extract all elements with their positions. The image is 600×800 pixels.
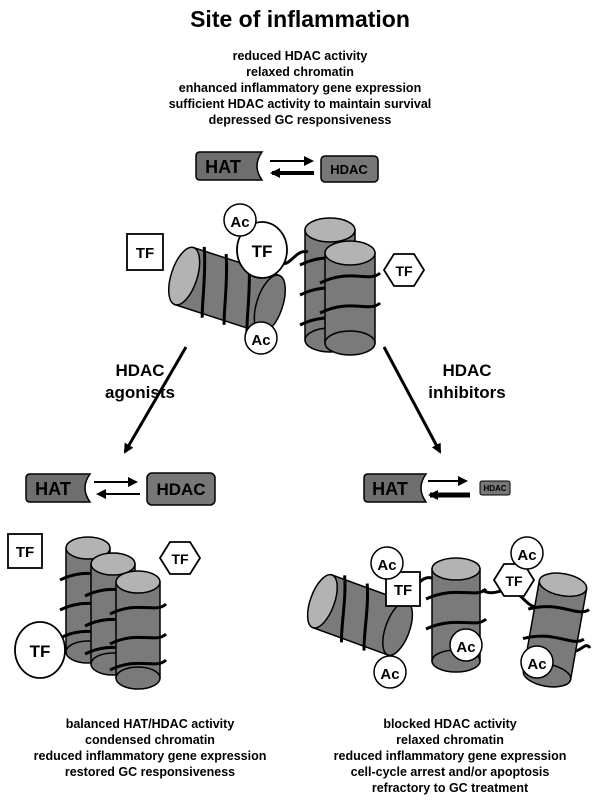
tf-square (7, 533, 43, 569)
description-line: refractory to GC treatment (371, 781, 529, 795)
description-line: condensed chromatin (85, 733, 215, 747)
ac-label: Ac (251, 332, 270, 349)
hdac-label: HDAC (156, 480, 205, 499)
ac-label: Ac (517, 547, 536, 564)
tf-circle (14, 621, 66, 679)
ac-label: Ac (380, 666, 399, 683)
hdac-shape (320, 155, 379, 183)
left-hat-hdac-equilibrium: HAT HDAC (25, 472, 216, 506)
description-line: sufficient HDAC activity to maintain sur… (168, 97, 432, 111)
hdac-label: HDAC (483, 484, 506, 493)
ac-label: Ac (456, 639, 475, 656)
tf-hexagon (382, 253, 426, 287)
arrow-left (123, 346, 188, 454)
tf-circle (236, 221, 288, 279)
hat-shape (195, 151, 264, 181)
description-line: depressed GC responsiveness (208, 113, 392, 127)
tf-label: TF (252, 242, 273, 261)
description-line: enhanced inflammatory gene expression (178, 81, 422, 95)
hat-label: HAT (372, 479, 408, 499)
hdac-inhibitors-label: HDAC inhibitors (428, 361, 506, 402)
diagram-title: Site of inflammation (190, 6, 410, 32)
ac-label: Ac (377, 557, 396, 574)
description-line: cell-cycle arrest and/or apoptosis (350, 765, 550, 779)
arrow-right (382, 346, 442, 454)
left-condensed-nucleosomes: TF TF TF (7, 533, 202, 690)
description-line: reduced inflammatory gene expression (33, 749, 267, 763)
ac-circle (373, 655, 407, 689)
tf-label: TF (136, 245, 154, 262)
ac-circle (370, 546, 404, 580)
tf-hexagon (158, 541, 202, 575)
top-nucleosomes: TF Ac Ac TF TF (126, 203, 426, 356)
ac-circle (510, 536, 544, 570)
right-relaxed-nucleosomes: TF Ac TF Ac Ac Ac Ac (306, 536, 592, 689)
ac-circle (449, 628, 483, 662)
description-line: reduced HDAC activity (232, 49, 368, 63)
left-description: balanced HAT/HDAC activity condensed chro… (0, 716, 300, 780)
nucleosome (319, 240, 382, 356)
hdac-agonists-label: HDAC agonists (105, 361, 175, 402)
tf-square (126, 233, 164, 271)
top-description: reduced HDAC activity relaxed chromatin en… (100, 48, 500, 128)
hdac-label: HDAC (330, 162, 368, 177)
ac-label: Ac (527, 656, 546, 673)
tf-label: TF (394, 582, 412, 599)
tf-label: TF (171, 551, 189, 567)
description-line: blocked HDAC activity (383, 717, 517, 731)
top-hat-hdac-equilibrium: HAT HDAC (195, 151, 379, 183)
tf-label: TF (30, 642, 51, 661)
description-line: relaxed chromatin (246, 65, 354, 79)
tf-hexagon (492, 563, 536, 597)
description-line: relaxed chromatin (396, 733, 504, 747)
ac-circle (520, 645, 554, 679)
tf-label: TF (16, 544, 34, 561)
description-line: restored GC responsiveness (64, 765, 236, 779)
description-line: reduced inflammatory gene expression (333, 749, 567, 763)
hat-label: HAT (205, 157, 241, 177)
ac-label: Ac (230, 214, 249, 231)
ac-circle (244, 321, 278, 355)
hat-label: HAT (35, 479, 71, 499)
right-description: blocked HDAC activity relaxed chromatin re… (300, 716, 600, 796)
ac-circle (223, 203, 257, 237)
right-hat-hdac-equilibrium: HAT HDAC (363, 473, 511, 503)
description-line: balanced HAT/HDAC activity (65, 717, 235, 731)
tf-label: TF (505, 573, 523, 589)
tf-label: TF (395, 263, 413, 279)
